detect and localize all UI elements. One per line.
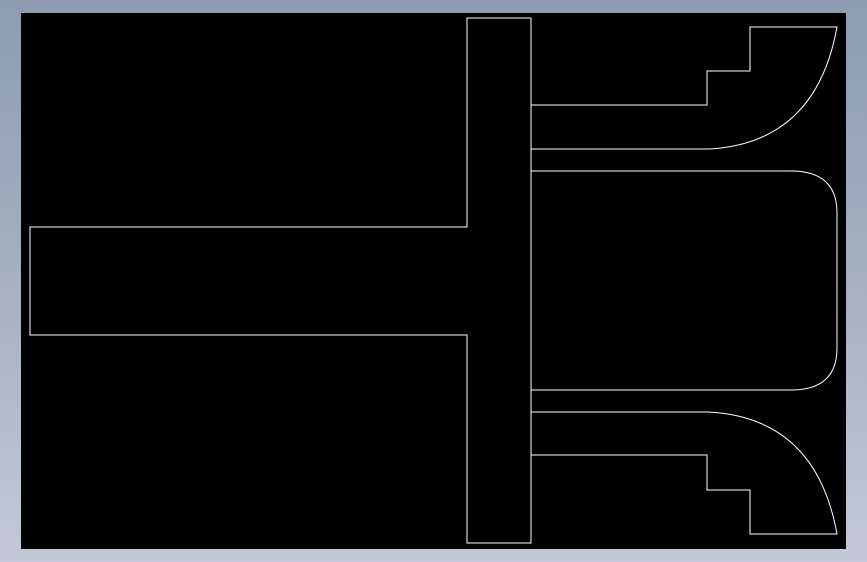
lower-blade-arm-outline bbox=[531, 411, 838, 535]
cad-drawing-canvas bbox=[29, 17, 838, 544]
cad-viewport[interactable] bbox=[21, 13, 846, 549]
central-boss-outline bbox=[530, 149, 838, 412]
shaft-and-flange-outline bbox=[29, 17, 532, 544]
upper-blade-arm-outline bbox=[531, 26, 838, 150]
